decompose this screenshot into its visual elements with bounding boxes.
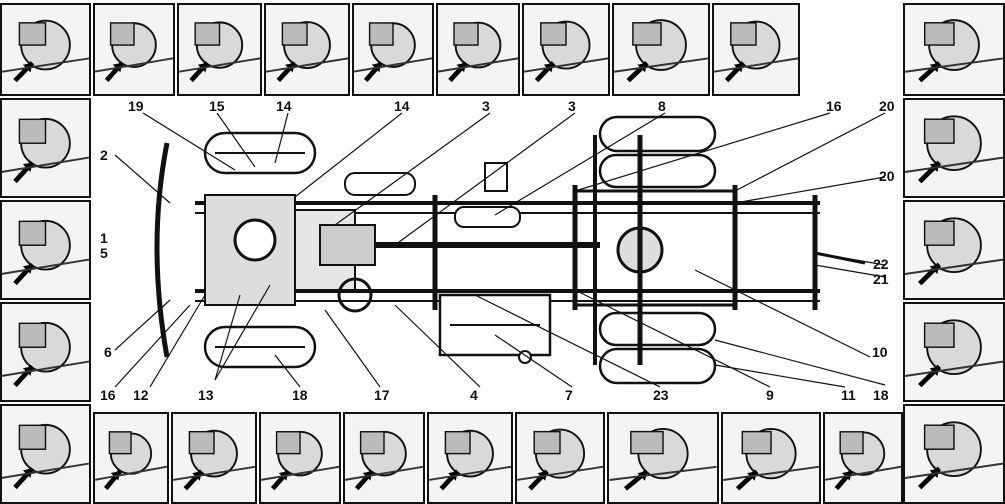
detail-panel-8 bbox=[712, 3, 800, 96]
detail-panel-20 bbox=[0, 200, 91, 300]
detail-panel-26 bbox=[903, 302, 1005, 402]
chassis-plan-view bbox=[95, 95, 902, 407]
detail-sketch bbox=[173, 429, 255, 491]
gearbox bbox=[319, 224, 376, 266]
air-tank-mid bbox=[454, 206, 521, 228]
detail-sketch bbox=[524, 20, 608, 83]
callout-c3b: 3 bbox=[568, 98, 576, 114]
detail-panel-11 bbox=[259, 412, 341, 504]
detail-panel-7 bbox=[612, 3, 710, 96]
detail-sketch bbox=[2, 19, 89, 83]
callout-c23: 23 bbox=[653, 387, 669, 403]
chassis-drawing bbox=[114, 112, 886, 388]
detail-panel-23 bbox=[903, 3, 1005, 96]
detail-panel-12 bbox=[343, 412, 425, 504]
rear-wheel-bottom-inner bbox=[598, 311, 717, 347]
callout-c14a: 14 bbox=[276, 98, 292, 114]
detail-sketch bbox=[517, 428, 603, 491]
detail-sketch bbox=[825, 431, 901, 491]
detail-panel-15 bbox=[607, 412, 719, 504]
battery bbox=[484, 162, 508, 192]
callout-c5: 5 bbox=[100, 245, 108, 261]
detail-panel-21 bbox=[0, 302, 91, 402]
detail-panel-4 bbox=[352, 3, 434, 96]
callout-c17: 17 bbox=[374, 387, 390, 403]
callout-c15: 15 bbox=[209, 98, 225, 114]
detail-sketch bbox=[905, 19, 1003, 83]
callout-c7: 7 bbox=[565, 387, 573, 403]
detail-panel-1 bbox=[93, 3, 175, 96]
callout-c13: 13 bbox=[198, 387, 214, 403]
detail-panel-10 bbox=[171, 412, 257, 504]
detail-sketch bbox=[2, 321, 89, 388]
callout-c8: 8 bbox=[658, 98, 666, 114]
front-axle bbox=[154, 142, 170, 358]
detail-panel-6 bbox=[522, 3, 610, 96]
callout-c1: 1 bbox=[100, 230, 108, 246]
steering-wheel bbox=[337, 277, 373, 313]
callout-c16a: 16 bbox=[826, 98, 842, 114]
callout-c21: 21 bbox=[873, 271, 889, 287]
callout-c14b: 14 bbox=[394, 98, 410, 114]
callout-c20a: 20 bbox=[879, 98, 895, 114]
callout-c18a: 18 bbox=[873, 387, 889, 403]
detail-panel-5 bbox=[436, 3, 520, 96]
callout-c22: 22 bbox=[873, 256, 889, 272]
detail-panel-22 bbox=[0, 404, 91, 504]
detail-sketch bbox=[266, 21, 348, 83]
callout-c10: 10 bbox=[872, 344, 888, 360]
callout-c2: 2 bbox=[100, 147, 108, 163]
callout-c20b: 20 bbox=[879, 168, 895, 184]
detail-sketch bbox=[714, 20, 798, 83]
detail-panel-19 bbox=[0, 98, 91, 198]
detail-sketch bbox=[609, 428, 717, 491]
detail-sketch bbox=[905, 217, 1003, 286]
detail-sketch bbox=[2, 117, 89, 184]
detail-sketch bbox=[614, 19, 708, 83]
detail-sketch bbox=[95, 431, 167, 491]
detail-sketch bbox=[438, 21, 518, 83]
rear-wheel-bottom-outer bbox=[598, 347, 717, 385]
detail-sketch bbox=[905, 319, 1003, 388]
detail-sketch bbox=[723, 428, 819, 491]
detail-sketch bbox=[345, 430, 423, 491]
detail-sketch bbox=[95, 22, 173, 83]
detail-panel-24 bbox=[903, 98, 1005, 198]
detail-panel-27 bbox=[903, 404, 1005, 504]
detail-sketch bbox=[2, 219, 89, 286]
air-tank-top bbox=[344, 172, 416, 196]
callout-c4: 4 bbox=[470, 387, 478, 403]
detail-sketch bbox=[179, 21, 260, 83]
detail-panel-18 bbox=[0, 3, 91, 96]
callout-c9: 9 bbox=[766, 387, 774, 403]
detail-panel-9 bbox=[93, 412, 169, 504]
callout-c19a: 19 bbox=[128, 98, 144, 114]
detail-sketch bbox=[905, 115, 1003, 184]
detail-panel-3 bbox=[264, 3, 350, 96]
callout-c3a: 3 bbox=[482, 98, 490, 114]
rear-wheel-top-outer bbox=[598, 115, 717, 153]
detail-sketch bbox=[905, 421, 1003, 490]
rear-wheel-top-inner bbox=[598, 153, 717, 189]
detail-panel-13 bbox=[427, 412, 513, 504]
detail-panel-14 bbox=[515, 412, 605, 504]
detail-sketch bbox=[429, 429, 511, 491]
detail-sketch bbox=[2, 423, 89, 490]
callout-c11: 11 bbox=[841, 387, 856, 403]
detail-panel-17 bbox=[823, 412, 903, 504]
detail-sketch bbox=[261, 430, 339, 491]
detail-sketch bbox=[354, 22, 432, 83]
callout-c12: 12 bbox=[133, 387, 149, 403]
detail-panel-16 bbox=[721, 412, 821, 504]
detail-panel-2 bbox=[177, 3, 262, 96]
callout-c6: 6 bbox=[104, 344, 112, 360]
callout-c16b: 16 bbox=[100, 387, 116, 403]
callout-c18b: 18 bbox=[292, 387, 308, 403]
detail-panel-25 bbox=[903, 200, 1005, 300]
